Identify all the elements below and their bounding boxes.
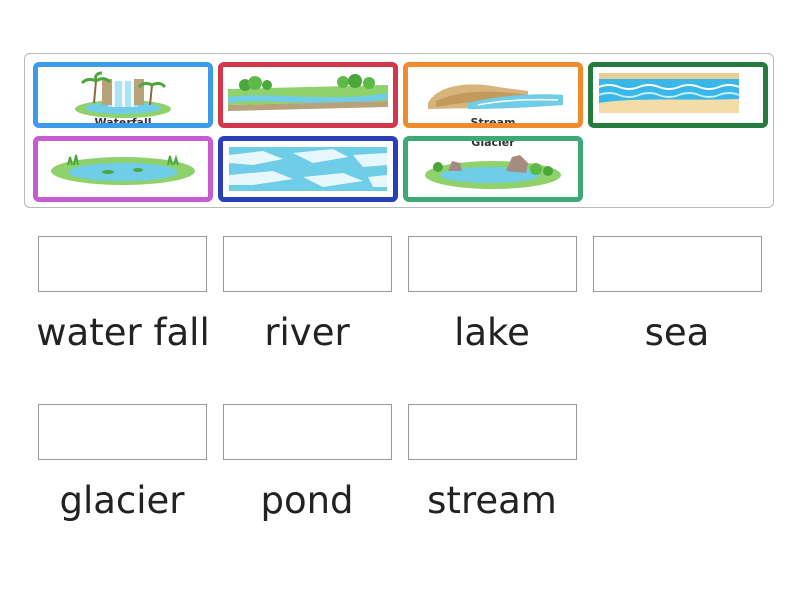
stream-image <box>428 84 563 109</box>
drop-slot-stream[interactable] <box>408 404 577 460</box>
tile-caption: Glacier <box>471 136 515 149</box>
target-label: lake <box>454 311 530 354</box>
tile-stream[interactable]: Stream <box>403 62 583 128</box>
tile-sea[interactable] <box>588 62 768 128</box>
target-label: stream <box>427 479 557 522</box>
drop-slot-river[interactable] <box>223 236 392 292</box>
image-bank: Waterfall Stream <box>24 53 774 208</box>
river-image <box>228 74 388 111</box>
target-label: glacier <box>59 479 185 522</box>
waterfall-image <box>75 71 171 118</box>
target-label: sea <box>644 311 710 354</box>
drop-slot-sea[interactable] <box>593 236 762 292</box>
target-label: pond <box>260 479 354 522</box>
drop-slot-glacier[interactable] <box>38 404 207 460</box>
tile-lake[interactable]: Glacier <box>403 136 583 202</box>
tile-ice[interactable] <box>218 136 398 202</box>
ice-image <box>229 147 387 191</box>
tile-pond[interactable] <box>33 136 213 202</box>
tile-waterfall[interactable]: Waterfall <box>33 62 213 128</box>
sea-image <box>598 73 740 113</box>
target-label: river <box>264 311 350 354</box>
pond-image <box>51 154 195 185</box>
lake-image <box>425 155 561 189</box>
drop-slot-water-fall[interactable] <box>38 236 207 292</box>
tile-caption: Waterfall <box>94 116 152 128</box>
tile-river[interactable] <box>218 62 398 128</box>
target-label: water fall <box>36 311 210 354</box>
drop-slot-pond[interactable] <box>223 404 392 460</box>
drop-slot-lake[interactable] <box>408 236 577 292</box>
tile-caption: Stream <box>470 116 516 128</box>
